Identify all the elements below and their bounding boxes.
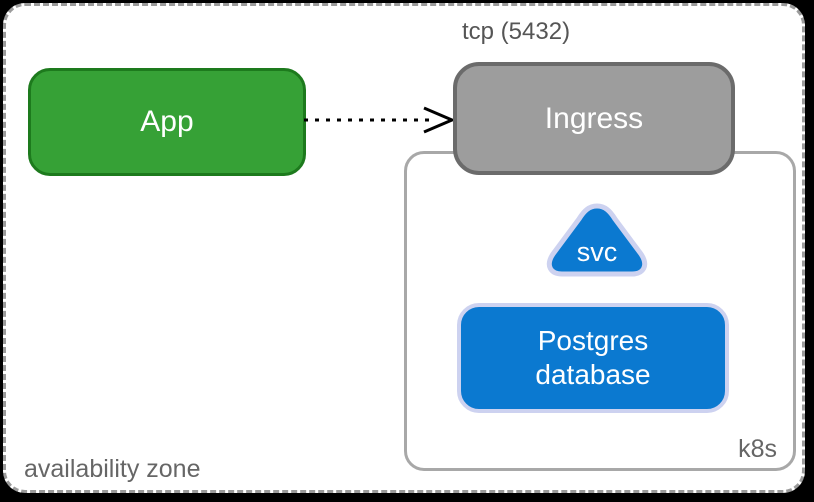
node-postgres-database[interactable]: Postgres database [457,303,729,413]
node-svc-label: svc [576,237,618,267]
k8s-zone-label: k8s [738,435,777,463]
node-postgres-label-line2: database [535,359,651,390]
node-svc[interactable]: svc [537,202,657,278]
svc-shape-icon [546,203,648,277]
availability-zone-label: availability zone [24,455,201,483]
node-ingress[interactable]: Ingress [453,62,735,175]
node-app-label: App [140,105,194,138]
edge-label-tcp-port: tcp (5432) [462,18,571,45]
node-postgres-label-line1: Postgres [537,324,649,356]
node-app[interactable]: App [28,68,306,176]
node-ingress-label: Ingress [544,101,644,135]
